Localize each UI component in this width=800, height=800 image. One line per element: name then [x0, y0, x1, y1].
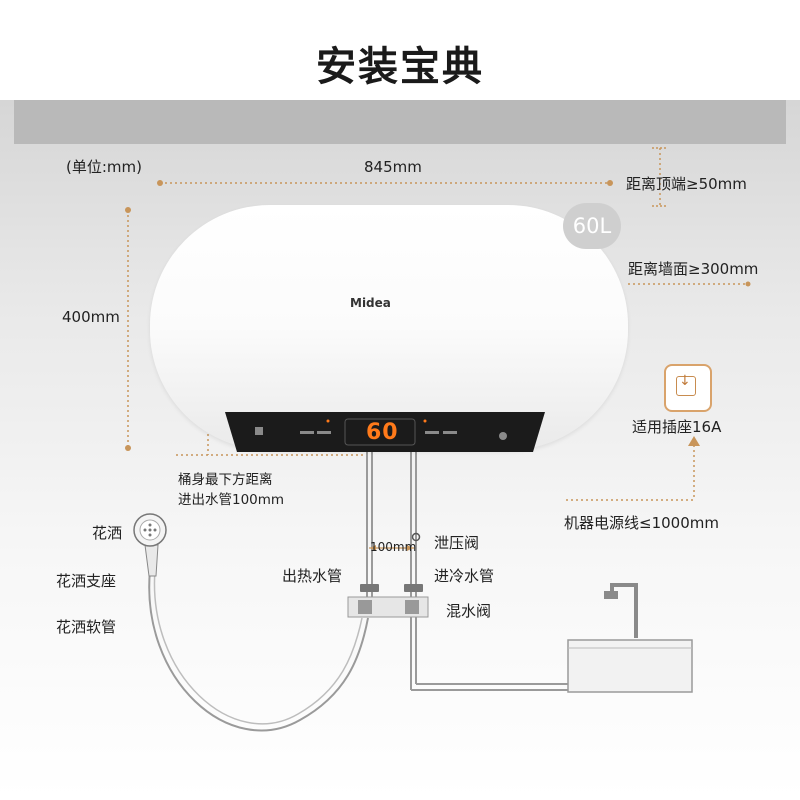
power-cord-label: 机器电源线≤1000mm	[564, 514, 719, 532]
control-panel	[225, 412, 545, 452]
faucet	[610, 583, 638, 638]
shower-holder	[144, 544, 159, 577]
relief-valve	[411, 532, 421, 542]
top-clearance-label: 距离顶端≥50mm	[626, 175, 747, 193]
brand-logo: Midea	[350, 296, 391, 310]
shower-label: 花洒	[92, 524, 123, 542]
shower-hose-label: 花洒软管	[56, 618, 117, 636]
water-heater-tank	[150, 205, 628, 450]
cold-in-label: 进冷水管	[434, 567, 495, 585]
relief-valve-label: 泄压阀	[434, 534, 480, 552]
width-label: 845mm	[364, 158, 422, 176]
shower-hose	[148, 569, 369, 732]
pipe-distance-label-2: 进出水管100mm	[178, 492, 285, 508]
temperature-display: 60	[366, 420, 399, 445]
width-dimension-end	[607, 180, 613, 186]
socket-icon	[676, 376, 696, 396]
pipe-distance-label-1: 桶身最下方距离	[178, 472, 273, 488]
pipe-spacing-label: 100mm	[370, 540, 417, 554]
mixer-label: 混水阀	[446, 602, 492, 620]
height-label: 400mm	[62, 308, 120, 326]
sink	[567, 639, 693, 693]
unit-label: (单位:mm)	[66, 158, 142, 176]
ceiling	[14, 100, 786, 144]
shower-holder-label: 花洒支座	[56, 572, 117, 590]
width-dimension-start	[157, 180, 163, 186]
wall-clearance-label: 距离墙面≥300mm	[628, 260, 759, 278]
arrow-down-icon: ↓	[679, 373, 691, 389]
hot-out-label: 出热水管	[282, 567, 343, 585]
capacity-badge: 60L	[563, 203, 621, 249]
page-title: 安装宝典	[316, 44, 484, 90]
outlet-label: 适用插座16A	[632, 418, 722, 436]
